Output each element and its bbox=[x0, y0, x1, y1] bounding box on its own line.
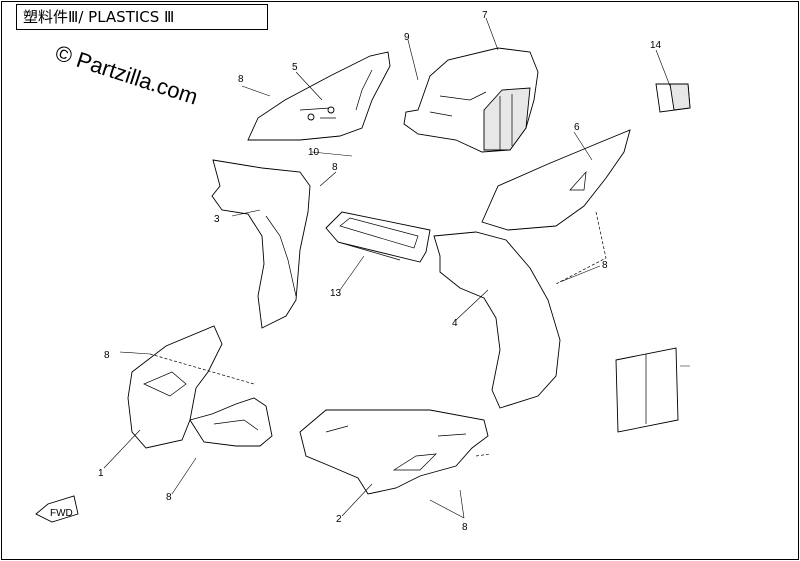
callout-8-a: 8 bbox=[238, 74, 244, 85]
part-13-tray bbox=[325, 211, 431, 263]
part-12-label-panel bbox=[615, 347, 679, 433]
part-5-upper-panel bbox=[247, 51, 391, 141]
callout-9: 9 bbox=[404, 32, 410, 43]
callout-8-f: 8 bbox=[462, 522, 468, 533]
part-1-front-lower-panel bbox=[127, 325, 273, 449]
part-4-right-side-panel bbox=[433, 231, 561, 409]
callout-13: 13 bbox=[330, 288, 342, 299]
callout-2: 2 bbox=[336, 514, 342, 525]
callout-1: 1 bbox=[98, 468, 104, 479]
callout-14: 14 bbox=[650, 40, 662, 51]
callout-6: 6 bbox=[574, 122, 580, 133]
callout-4: 4 bbox=[452, 318, 458, 329]
part-2-front-lower-panel bbox=[299, 409, 489, 495]
callout-8-c: 8 bbox=[602, 260, 608, 271]
part-7-box bbox=[403, 47, 539, 153]
part-3-left-side-panel bbox=[211, 159, 311, 329]
part-6-right-upper-panel bbox=[481, 129, 631, 231]
callout-5: 5 bbox=[292, 62, 298, 73]
diagram-title: 塑料件Ⅲ/ PLASTICS Ⅲ bbox=[16, 4, 268, 30]
fwd-arrow-icon: FWD bbox=[35, 495, 79, 523]
callout-8-e: 8 bbox=[166, 492, 172, 503]
callout-3: 3 bbox=[214, 214, 220, 225]
callout-8-d: 8 bbox=[104, 350, 110, 361]
fwd-label: FWD bbox=[50, 508, 73, 519]
callout-7: 7 bbox=[482, 10, 488, 21]
callout-10: 10 bbox=[308, 147, 320, 158]
callout-8-b: 8 bbox=[332, 162, 338, 173]
part-14-small-box bbox=[655, 83, 691, 113]
